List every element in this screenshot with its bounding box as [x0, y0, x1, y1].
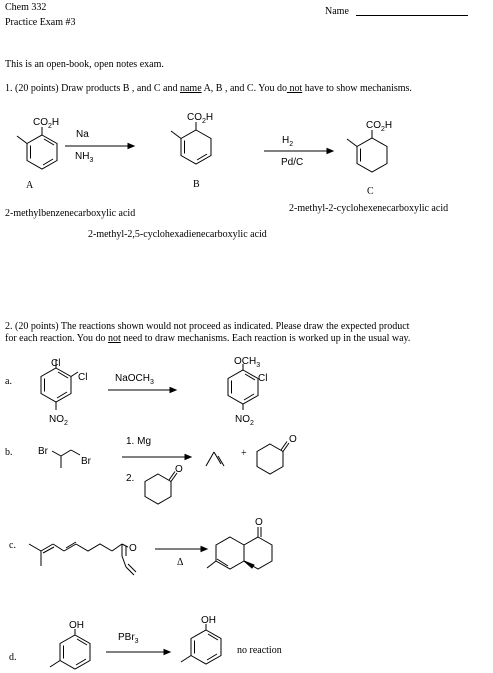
q2a-cl-right: Cl — [78, 372, 87, 383]
q1-reagent2-bottom: Pd/C — [281, 157, 304, 168]
q2a-cl-top: Cl — [51, 358, 60, 369]
q2d-product-oh: OH — [201, 615, 216, 626]
q1-label-a: A — [26, 180, 34, 191]
q1-a-co2h-label: CO2H — [33, 117, 59, 130]
q2c-label: c. — [9, 540, 16, 551]
q1-b-co2h-label: CO2H — [187, 112, 213, 125]
exam-title: Practice Exam #3 — [5, 17, 76, 28]
q1-c-co2h-label: CO2H — [366, 120, 392, 133]
q2d-label: d. — [9, 652, 17, 663]
q1-text: 1. (20 points) Draw products B , and C a… — [5, 83, 412, 94]
q2a-reagent: NaOCH3 — [115, 373, 154, 387]
course-title: Chem 332 — [5, 2, 47, 13]
q2c-reactant-o: O — [129, 543, 137, 554]
q2b-label: b. — [5, 447, 13, 458]
q1-reagent1-bottom: NH3 — [75, 151, 94, 165]
q2b-plus: + — [241, 448, 247, 459]
q2-text-line1: 2. (20 points) The reactions shown would… — [5, 321, 410, 332]
q1-name-a: 2-methylbenzenecarboxylic acid — [5, 208, 136, 219]
q2d-result: no reaction — [237, 645, 282, 656]
q2d-reagent: PBr3 — [118, 632, 139, 646]
q2a-product-no2: NO2 — [235, 414, 254, 427]
q2c-product-o: O — [255, 517, 263, 528]
q1-label-c: C — [367, 186, 374, 197]
q1-name-c: 2-methyl-2-cyclohexenecarboxylic acid — [289, 203, 449, 214]
q2b-step1: 1. Mg — [126, 436, 152, 447]
q2-text-line2: for each reaction. You do not need to dr… — [5, 333, 411, 344]
q2b-reagent-o: O — [175, 464, 183, 475]
q1-name-b: 2-methyl-2,5-cyclohexadienecarboxylic ac… — [88, 229, 267, 240]
q1-reagent2-top: H2 — [282, 135, 294, 149]
q2a-product-cl: Cl — [258, 373, 267, 384]
q2b-step2: 2. — [126, 473, 135, 484]
intro-text: This is an open-book, open notes exam. — [5, 59, 164, 70]
name-label: Name — [325, 6, 349, 17]
q2b-br-right: Br — [81, 456, 92, 467]
q2b-product-o: O — [289, 434, 297, 445]
q2c-heat: Δ — [177, 557, 184, 568]
q2a-label: a. — [5, 376, 12, 387]
q1-label-b: B — [193, 179, 200, 190]
q2a-och3: OCH3 — [234, 356, 260, 369]
q2a-no2: NO2 — [49, 414, 68, 427]
q1-reagent1-top: Na — [76, 129, 89, 140]
q2b-br-left: Br — [38, 446, 49, 457]
q2d-reactant-oh: OH — [69, 620, 84, 631]
name-blank-line — [356, 15, 468, 16]
